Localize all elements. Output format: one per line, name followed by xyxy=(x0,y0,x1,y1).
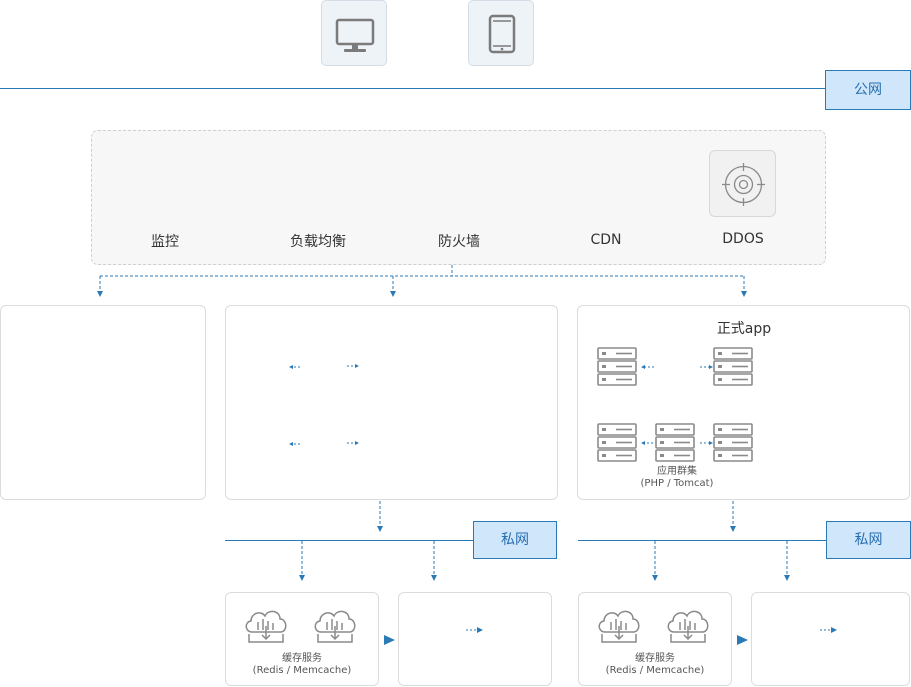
middle-environment-panel xyxy=(225,305,558,500)
cache-subtitle: (Redis / Memcache) xyxy=(252,665,352,676)
production-app-title: 正式app xyxy=(716,321,772,337)
service-label: 防火墙 xyxy=(438,234,480,250)
app-cluster-label: 应用群集 (PHP / Tomcat) xyxy=(617,466,737,490)
edge-services-panel xyxy=(91,130,826,265)
private-network-label-1: 私网 xyxy=(501,532,529,548)
private-network-line-1 xyxy=(225,540,475,541)
service-ddos: DDOS xyxy=(693,231,793,247)
service-label: 监控 xyxy=(151,234,179,250)
production-server-arrows xyxy=(641,365,713,445)
app-cluster-subtitle: (PHP / Tomcat) xyxy=(640,478,714,489)
cache-title: 缓存服务 xyxy=(282,653,322,664)
env-to-private-connectors xyxy=(299,501,790,581)
cache-to-storage-arrows xyxy=(384,635,748,645)
public-network-tag: 公网 xyxy=(825,70,911,110)
app-cluster-title: 应用群集 xyxy=(657,466,697,477)
storage-panel-1 xyxy=(398,592,552,686)
left-environment-panel xyxy=(0,305,206,500)
cloud-cache-icon xyxy=(314,610,356,643)
desktop-device xyxy=(321,0,387,66)
server-icon xyxy=(597,423,637,462)
edge-to-env-connectors xyxy=(97,265,747,297)
cache-label-2: 缓存服务 (Redis / Memcache) xyxy=(588,653,722,677)
private-network-tag-2: 私网 xyxy=(826,521,911,559)
cloud-cache-icon xyxy=(245,610,287,643)
storage-panel-2 xyxy=(751,592,910,686)
service-firewall: 防火墙 xyxy=(409,231,509,251)
service-monitoring: 监控 xyxy=(115,231,215,251)
ddos-icon-box xyxy=(709,150,776,217)
mobile-device xyxy=(468,0,534,66)
server-icon xyxy=(713,423,753,462)
server-icon xyxy=(655,423,695,462)
private-network-line-2 xyxy=(578,540,828,541)
monitor-icon xyxy=(335,18,375,52)
cache-title: 缓存服务 xyxy=(635,653,675,664)
cache-panel-2 xyxy=(578,592,732,686)
service-label: DDOS xyxy=(722,231,764,247)
cache-panel-1 xyxy=(225,592,379,686)
middle-panel-arrows xyxy=(289,364,359,446)
public-network-label: 公网 xyxy=(854,82,882,98)
service-label: CDN xyxy=(590,232,622,248)
service-label: 负载均衡 xyxy=(290,234,346,250)
server-icon xyxy=(597,347,637,386)
server-icon xyxy=(713,347,753,386)
private-network-tag-1: 私网 xyxy=(473,521,557,559)
service-load-balancer: 负载均衡 xyxy=(268,231,368,251)
cache-label-1: 缓存服务 (Redis / Memcache) xyxy=(235,653,369,677)
public-network-line xyxy=(0,88,826,89)
ddos-shield-icon xyxy=(722,163,765,206)
production-app-panel xyxy=(577,305,910,500)
cloud-cache-icon xyxy=(598,610,640,643)
service-cdn: CDN xyxy=(556,232,656,248)
cache-subtitle: (Redis / Memcache) xyxy=(605,665,705,676)
tablet-icon xyxy=(488,14,516,54)
cloud-cache-icon xyxy=(667,610,709,643)
private-network-label-2: 私网 xyxy=(854,532,883,548)
